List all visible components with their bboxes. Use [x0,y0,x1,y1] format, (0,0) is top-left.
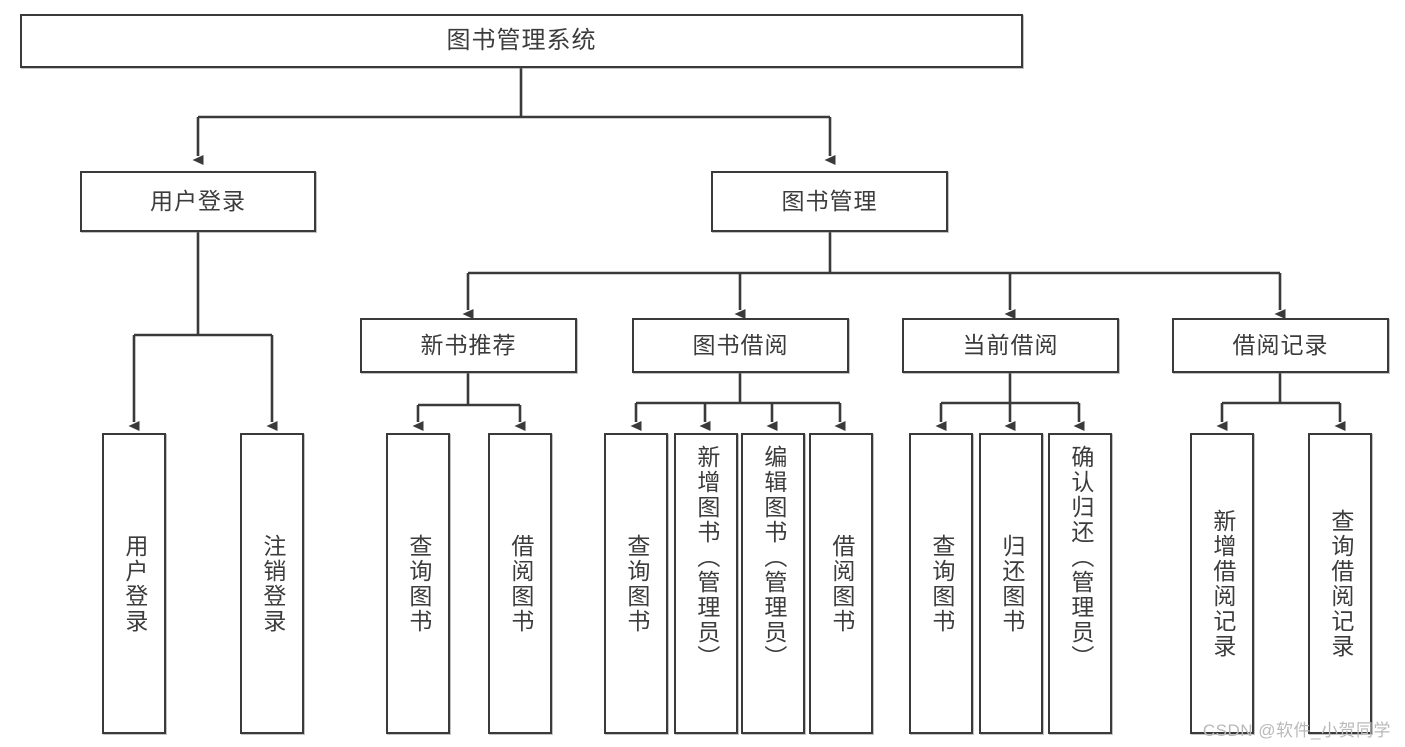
node-leaf-add-book-label: 新增图书（管理员） [693,445,720,670]
node-borrow-record[interactable]: 借阅记录 [1172,318,1389,373]
node-leaf-edit-book-label: 编辑图书（管理员） [760,445,787,670]
node-book-borrow[interactable]: 图书借阅 [632,318,849,373]
node-leaf-query-book-1-label: 查询图书 [405,533,432,634]
node-leaf-confirm-return-label: 确认归还（管理员） [1067,445,1094,670]
node-current-borrow[interactable]: 当前借阅 [902,318,1119,373]
node-leaf-user-login-label: 用户登录 [121,533,148,634]
node-leaf-borrow-book-2-label: 借阅图书 [828,533,855,634]
node-current-borrow-label: 当前借阅 [962,332,1059,359]
node-new-book-recommend[interactable]: 新书推荐 [360,318,577,373]
node-leaf-add-record-label: 新增借阅记录 [1209,508,1236,659]
node-leaf-query-book-2-label: 查询图书 [623,533,650,634]
node-leaf-borrow-book-1-label: 借阅图书 [507,533,534,634]
node-leaf-query-record[interactable]: 查询借阅记录 [1308,433,1372,734]
node-root-label: 图书管理系统 [446,27,597,55]
node-leaf-add-record[interactable]: 新增借阅记录 [1190,433,1254,734]
node-leaf-borrow-book-1[interactable]: 借阅图书 [488,433,552,734]
node-new-book-recommend-label: 新书推荐 [420,332,517,359]
node-leaf-return-book[interactable]: 归还图书 [979,433,1043,734]
node-leaf-query-record-label: 查询借阅记录 [1327,508,1354,659]
node-leaf-logout-login-label: 注销登录 [259,533,286,634]
node-leaf-query-book-2[interactable]: 查询图书 [604,433,668,734]
node-leaf-logout-login[interactable]: 注销登录 [240,433,304,734]
node-leaf-query-book-1[interactable]: 查询图书 [386,433,450,734]
node-leaf-confirm-return[interactable]: 确认归还（管理员） [1048,433,1112,734]
node-leaf-user-login[interactable]: 用户登录 [102,433,166,734]
node-book-borrow-label: 图书借阅 [692,332,789,359]
node-leaf-query-book-3[interactable]: 查询图书 [909,433,973,734]
node-user-login-label: 用户登录 [150,188,246,215]
node-leaf-query-book-3-label: 查询图书 [928,533,955,634]
node-leaf-return-book-label: 归还图书 [998,533,1025,634]
node-borrow-record-label: 借阅记录 [1232,332,1329,359]
node-book-management[interactable]: 图书管理 [711,171,948,232]
node-leaf-add-book[interactable]: 新增图书（管理员） [674,433,738,734]
node-leaf-borrow-book-2[interactable]: 借阅图书 [809,433,873,734]
node-user-login[interactable]: 用户登录 [80,171,316,232]
node-leaf-edit-book[interactable]: 编辑图书（管理员） [741,433,805,734]
node-root[interactable]: 图书管理系统 [20,14,1023,68]
node-book-management-label: 图书管理 [781,188,878,215]
watermark: CSDN @软件_小贺同学 [1202,721,1391,740]
